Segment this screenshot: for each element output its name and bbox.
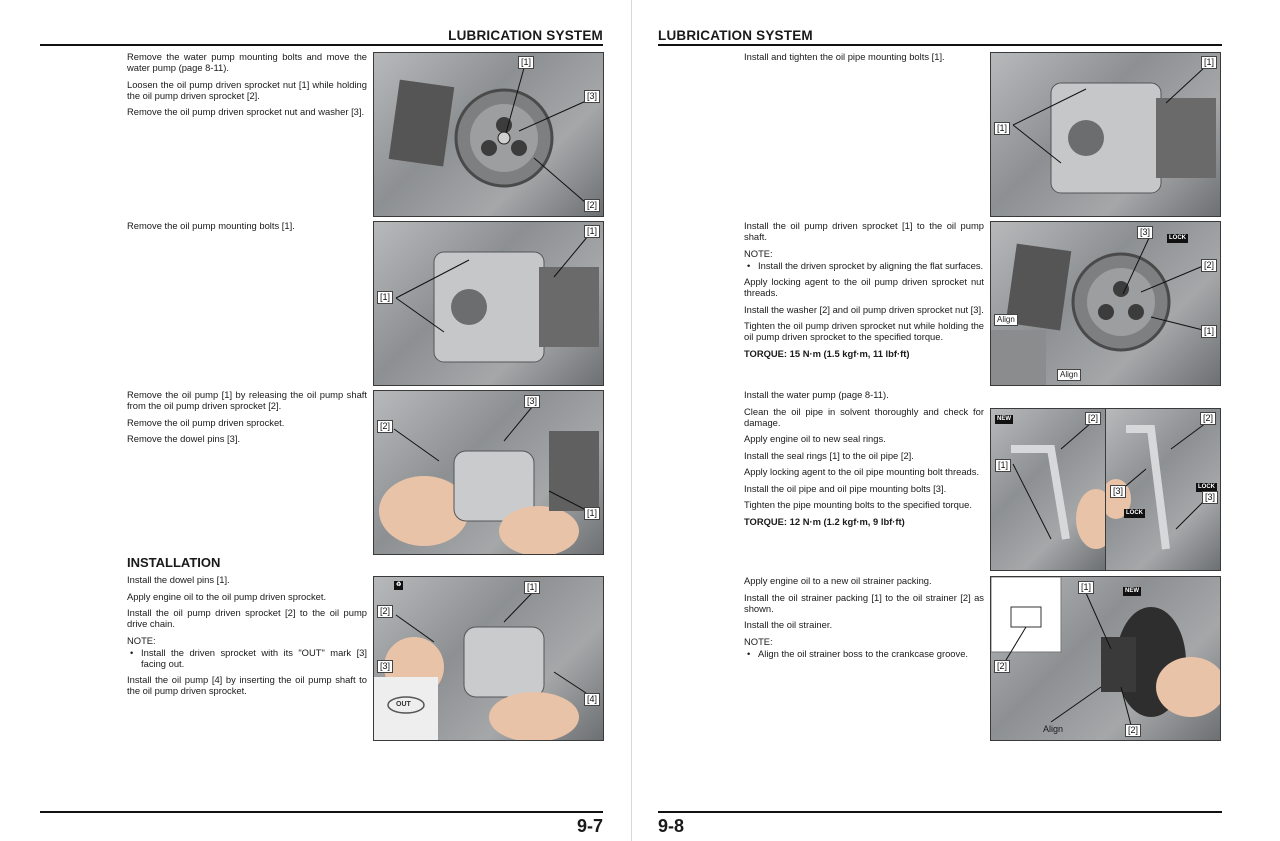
paragraph: Apply engine oil to the oil pump driven … <box>127 590 327 602</box>
oil-can-icon: ♻ <box>394 581 404 590</box>
callout-label: [3] <box>1110 485 1127 498</box>
step-text-block: Apply engine oil to a new oil strainer p… <box>744 575 984 664</box>
right-page: LUBRICATION SYSTEM Install and tighten t… <box>632 0 1264 841</box>
paragraph: Install the oil pipe and oil pipe mounti… <box>744 482 947 494</box>
callout-label: [1] <box>584 507 601 520</box>
figure-oil-pipe-left: NEW [2] [1] <box>990 408 1106 571</box>
paragraph: Install the oil pump driven sprocket [2]… <box>127 607 367 629</box>
footer-rule <box>658 811 1222 813</box>
lock-icon: LOCK <box>1124 509 1145 518</box>
paragraph: Install the water pump (page 8-11). <box>744 389 889 400</box>
paragraph: Remove the oil pump mounting bolts [1]. <box>127 220 295 231</box>
left-page: LUBRICATION SYSTEM Remove the water pump… <box>0 0 632 841</box>
callout-label: [2] <box>994 660 1011 673</box>
callout-label: [1] <box>994 122 1011 135</box>
align-label: Align <box>1057 369 1081 381</box>
callout-label: [4] <box>584 693 601 706</box>
callout-label: [1] <box>1078 581 1095 594</box>
note-bullet: Install the driven sprocket with its "OU… <box>127 647 367 669</box>
note-label: NOTE: <box>744 635 773 647</box>
callout-label: [3] <box>1202 491 1219 504</box>
figure-pump-install: [2] [1] [3] [4] OUT ♻ <box>373 576 604 741</box>
paragraph: Remove the water pump mounting bolts and… <box>127 51 367 73</box>
paragraph: Apply engine oil to a new oil strainer p… <box>744 575 932 586</box>
align-label: Align <box>1043 724 1064 734</box>
callout-label: [1] <box>584 225 601 238</box>
paragraph: Tighten the oil pump driven sprocket nut… <box>744 320 984 342</box>
callout-label: [3] <box>377 660 394 673</box>
torque-spec: TORQUE: 12 N·m (1.2 kgf·m, 9 lbf·ft) <box>744 515 905 527</box>
installation-heading: INSTALLATION <box>127 555 221 570</box>
paragraph: Loosen the oil pump driven sprocket nut … <box>127 78 367 101</box>
figure-pump-removal: [2] [3] [1] <box>373 390 604 555</box>
paragraph: Install the washer [2] and oil pump driv… <box>744 303 984 315</box>
figure-sprocket-nut: [1] [3] [2] <box>373 52 604 217</box>
paragraph: Clean the oil pipe in solvent thoroughly… <box>744 405 984 428</box>
page-number: 9-7 <box>576 816 603 836</box>
paragraph: Install the dowel pins [1]. <box>127 574 230 585</box>
paragraph: Install the oil strainer packing [1] to … <box>744 591 984 614</box>
note-label: NOTE: <box>744 247 773 259</box>
figure-pump-bolts: [1] [1] <box>373 221 604 386</box>
callout-label: [1] <box>377 291 394 304</box>
figure-oil-pipe-right: [2] LOCK [3] [3] LOCK <box>1105 408 1221 571</box>
callout-label: [2] <box>1125 724 1142 737</box>
paragraph: Install the oil strainer. <box>744 619 833 630</box>
callout-label: [2] <box>377 420 394 433</box>
callout-label: [2] <box>377 605 394 618</box>
note-label: NOTE: <box>127 634 156 646</box>
header-rule <box>40 44 603 46</box>
align-label: Align <box>994 314 1018 326</box>
note-bullet: Align the oil strainer boss to the crank… <box>744 648 984 659</box>
callout-label: [1] <box>524 581 541 594</box>
paragraph: Remove the oil pump driven sprocket nut … <box>127 106 365 117</box>
paragraph: Tighten the pipe mounting bolts to the s… <box>744 499 972 510</box>
step-text-block: Install the dowel pins [1]. Apply engine… <box>127 574 367 702</box>
paragraph: Remove the oil pump driven sprocket. <box>127 416 285 428</box>
page-gutter <box>631 0 632 841</box>
callout-label: [1] <box>518 56 535 69</box>
header-rule <box>658 44 1222 46</box>
torque-spec: TORQUE: 15 N·m (1.5 kgf·m, 11 lbf·ft) <box>744 347 910 359</box>
callout-label: [2] <box>1200 412 1217 425</box>
paragraph: Install the oil pump driven sprocket [1]… <box>744 220 984 242</box>
out-mark-label: OUT <box>396 701 411 708</box>
lock-icon: LOCK <box>1167 234 1188 243</box>
step-text-block: Install and tighten the oil pipe mountin… <box>744 51 984 68</box>
paragraph: Install the seal rings [1] to the oil pi… <box>744 449 914 461</box>
paragraph: Install and tighten the oil pipe mountin… <box>744 51 945 62</box>
callout-label: [2] <box>1085 412 1102 425</box>
paragraph: Remove the oil pump [1] by releasing the… <box>127 389 367 411</box>
callout-label: [1] <box>995 459 1012 472</box>
paragraph: Apply locking agent to the oil pump driv… <box>744 276 984 298</box>
paragraph: Apply locking agent to the oil pipe moun… <box>744 466 980 477</box>
callout-label: [1] <box>1201 325 1218 338</box>
figure-oil-pipe-bolts: [1] [1] <box>990 52 1221 217</box>
paragraph: Apply engine oil to new seal rings. <box>744 433 886 444</box>
callout-label: [2] <box>1201 259 1218 272</box>
callout-label: [3] <box>584 90 601 103</box>
callout-label: [3] <box>524 395 541 408</box>
step-text-block: Remove the water pump mounting bolts and… <box>127 51 367 123</box>
figure-sprocket-install: [3] LOCK [2] [1] Align Align <box>990 221 1221 386</box>
step-text-block: Install the water pump (page 8-11). Clea… <box>744 389 984 532</box>
step-text-block: Remove the oil pump [1] by releasing the… <box>127 389 367 450</box>
lock-icon: LOCK <box>1196 483 1217 492</box>
callout-label: [3] <box>1137 226 1154 239</box>
new-part-icon: NEW <box>995 415 1013 424</box>
new-part-icon: NEW <box>1123 587 1141 596</box>
paragraph: Remove the dowel pins [3]. <box>127 433 241 444</box>
step-text-block: Install the oil pump driven sprocket [1]… <box>744 220 984 364</box>
footer-rule <box>40 811 603 813</box>
figure-oil-strainer: [1] NEW [2] Align [2] <box>990 576 1221 741</box>
paragraph: Install the oil pump [4] by inserting th… <box>127 674 367 696</box>
callout-label: [2] <box>584 199 601 212</box>
note-bullet: Install the driven sprocket by aligning … <box>744 260 984 271</box>
step-text-block: Remove the oil pump mounting bolts [1]. <box>127 220 367 237</box>
callout-label: [1] <box>1201 56 1218 69</box>
page-number: 9-8 <box>658 816 685 836</box>
section-header: LUBRICATION SYSTEM <box>448 28 603 43</box>
section-header: LUBRICATION SYSTEM <box>658 28 813 43</box>
